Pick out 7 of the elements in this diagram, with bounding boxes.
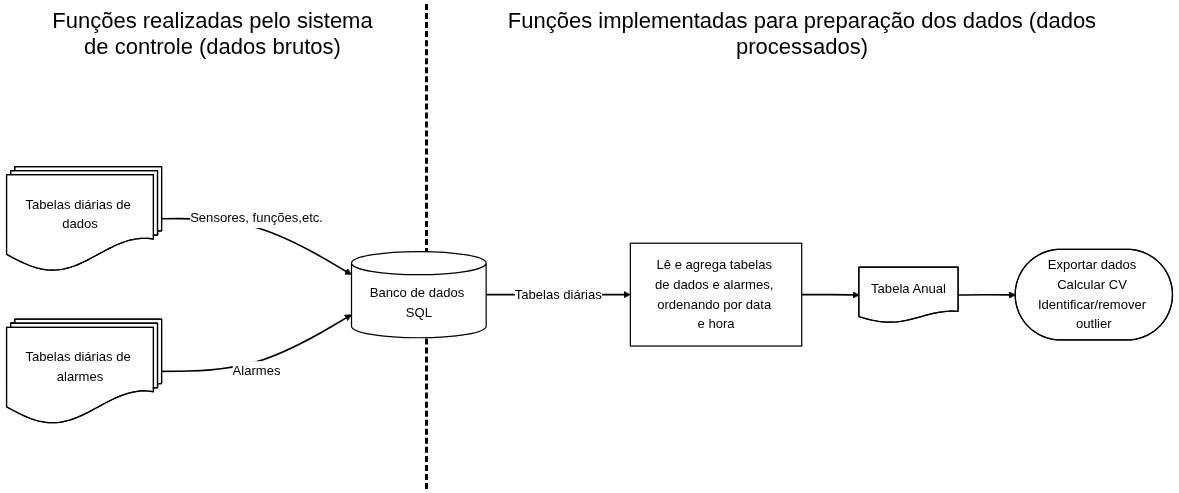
arrow: [957, 291, 1016, 299]
edge-label: Alarmes: [232, 363, 281, 378]
section-heading: Funções realizadas pelo sistema de controle (dados brutos): [51, 7, 374, 61]
node-box: Lê e agrega tabelas de dados e alarmes, ordenando por data e hora: [629, 243, 803, 348]
edge-label: Tabelas diárias: [514, 287, 602, 302]
edge-label: Sensores, funções,etc.: [190, 211, 323, 226]
section-heading: Funções implementadas para preparação dos dados (dados processados): [506, 7, 1098, 61]
